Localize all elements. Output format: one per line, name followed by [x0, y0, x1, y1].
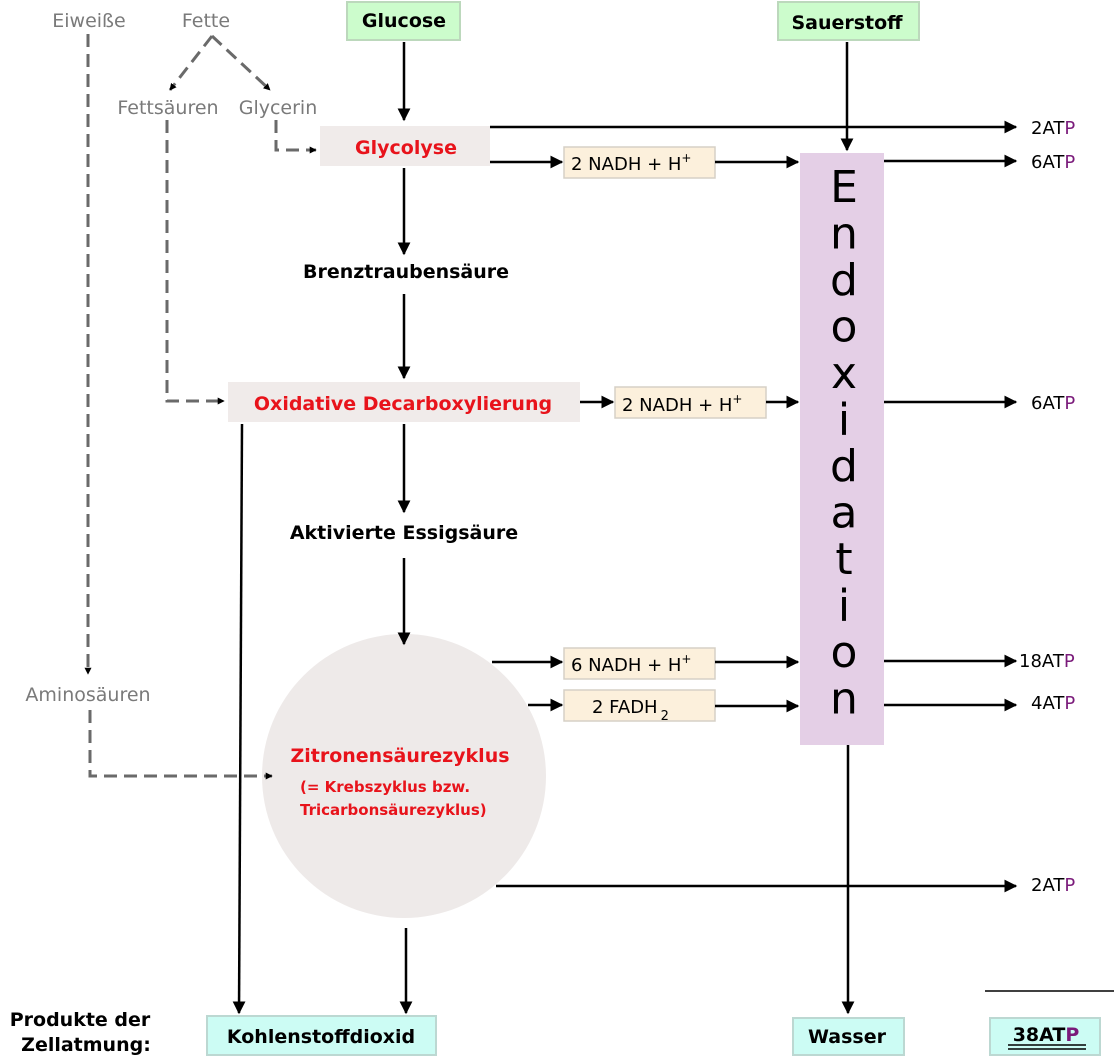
dashed-arrows: [84, 34, 317, 780]
nadh-2-sup: +: [732, 392, 742, 406]
products-label-line2: Zellatmung:: [21, 1034, 151, 1056]
water-label: Wasser: [808, 1026, 887, 1048]
endoxidation-letter: n: [830, 674, 858, 725]
endoxidation-letter: d: [830, 255, 858, 306]
endoxidation-letter: a: [831, 488, 858, 539]
atp-citric-fadh-prefix: 4AT: [1031, 693, 1065, 714]
atp-glycolysis-nadh-prefix: 6AT: [1031, 152, 1065, 173]
glucose-label: Glucose: [362, 10, 446, 32]
pyruvate-label: Brenztraubensäure: [303, 261, 509, 283]
co2-label: Kohlenstoffdioxid: [227, 1026, 415, 1048]
glycolysis-label: Glycolyse: [355, 137, 457, 159]
acetyl-label: Aktivierte Essigsäure: [290, 522, 518, 544]
atp-glycolysis-p: P: [1064, 118, 1075, 139]
water-box: [792, 1017, 905, 1056]
citric-subtitle-1: (= Krebszyklus bzw.: [300, 778, 470, 796]
products-label-line1: Produkte der: [10, 1009, 151, 1031]
nadh-box-1: [563, 146, 716, 179]
atp-glycolysis-nadh-p: P: [1064, 152, 1075, 173]
glucose-box: [346, 1, 461, 41]
atp-citric-nadh-p: P: [1064, 651, 1075, 672]
atp-decarb-nadh: 6ATP: [1031, 393, 1075, 414]
fadh-box: [563, 689, 716, 722]
atp-glycolysis-prefix: 2AT: [1031, 118, 1065, 139]
flow-arrows: [232, 42, 1018, 1015]
nadh-3-sup: +: [681, 652, 691, 666]
nadh-box-2: [614, 386, 767, 419]
glycerol-label: Glycerin: [239, 97, 318, 119]
nadh-box-3: [563, 647, 716, 680]
citric-subtitle-2: Tricarbonsäurezyklus): [300, 801, 487, 819]
nadh-label-2: 2 NADH + H+: [622, 392, 742, 416]
atp-total-prefix: 38AT: [1013, 1024, 1066, 1046]
atp-citric-direct-prefix: 2AT: [1031, 875, 1065, 896]
glycolysis-box: [320, 126, 490, 166]
nadh-2-main: 2 NADH + H: [622, 395, 732, 416]
fadh-main: 2 FADH: [592, 697, 658, 718]
citric-cycle-circle: [262, 634, 546, 918]
nadh-1-main: 2 NADH + H: [571, 154, 681, 175]
atp-citric-nadh-prefix: 18AT: [1019, 651, 1065, 672]
endoxidation-letter: E: [830, 162, 858, 213]
endoxidation-letter: d: [830, 441, 858, 492]
nadh-3-main: 6 NADH + H: [571, 655, 681, 676]
ox-decarb-label: Oxidative Decarboxylierung: [254, 393, 552, 415]
fadh-sub: 2: [661, 709, 669, 724]
endoxidation-letter: i: [838, 581, 850, 632]
endoxidation-letter: o: [831, 302, 858, 353]
endoxidation-letter: i: [838, 395, 850, 446]
oxygen-box: [777, 1, 920, 41]
atp-citric-direct: 2ATP: [1031, 875, 1075, 896]
atp-decarb-nadh-prefix: 6AT: [1031, 393, 1065, 414]
fats-label: Fette: [182, 10, 230, 32]
fatty-acids-label: Fettsäuren: [117, 97, 218, 119]
endoxidation-letter: o: [831, 627, 858, 678]
proteins-label: Eiweiße: [52, 10, 125, 32]
atp-total-p: P: [1065, 1024, 1079, 1046]
citric-title: Zitronensäurezyklus: [290, 745, 509, 767]
amino-acids-label: Aminosäuren: [25, 684, 150, 706]
nadh-1-sup: +: [681, 151, 691, 165]
endoxidation-letter: n: [830, 209, 858, 260]
atp-citric-fadh: 4ATP: [1031, 693, 1075, 714]
atp-total: 38ATP: [1013, 1024, 1080, 1046]
atp-glycolysis-nadh: 6ATP: [1031, 152, 1075, 173]
endoxidation-bar: [800, 153, 884, 745]
atp-glycolysis: 2ATP: [1031, 118, 1075, 139]
endoxidation-letter: x: [831, 348, 857, 399]
atp-decarb-nadh-p: P: [1064, 393, 1075, 414]
endoxidation-letter: t: [835, 534, 852, 585]
ox-decarb-box: [228, 382, 580, 422]
nadh-label-3: 6 NADH + H+: [571, 652, 691, 676]
nadh-label-1: 2 NADH + H+: [571, 151, 691, 175]
co2-box: [206, 1015, 437, 1056]
oxygen-label: Sauerstoff: [791, 12, 903, 34]
atp-citric-direct-p: P: [1064, 875, 1075, 896]
atp-citric-nadh: 18ATP: [1019, 651, 1075, 672]
atp-citric-fadh-p: P: [1064, 693, 1075, 714]
